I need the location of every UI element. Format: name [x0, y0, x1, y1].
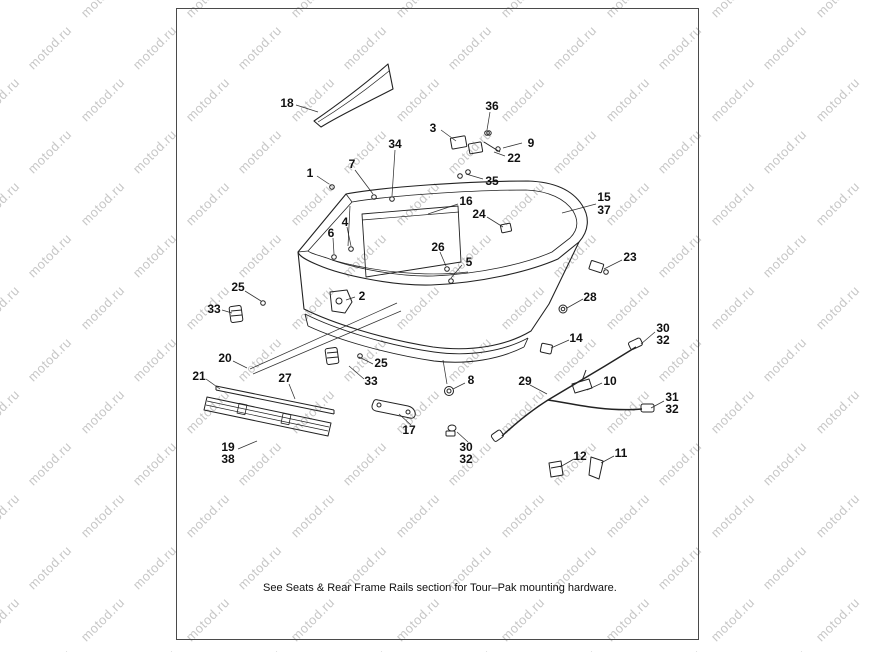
callout-28-21: 28: [583, 290, 597, 304]
callout-30-36: 30: [459, 440, 473, 454]
callout-16-11: 16: [459, 194, 473, 208]
callout-9-3: 9: [527, 136, 535, 150]
callout-33-27: 33: [364, 374, 378, 388]
callout-24-12: 24: [472, 207, 486, 221]
callout-23-17: 23: [623, 250, 637, 264]
callout-11-39: 11: [614, 446, 628, 460]
callout-27-29: 27: [278, 371, 292, 385]
callout-8-30: 8: [467, 373, 475, 387]
callout-32-34: 32: [665, 402, 679, 416]
callout-38-41: 38: [221, 452, 235, 466]
callout-19-40: 19: [221, 440, 235, 454]
leader-lines: [205, 104, 665, 468]
callout-22-4: 22: [507, 151, 521, 165]
diagram-caption: See Seats & Rear Frame Rails section for…: [263, 582, 617, 594]
callout-17-35: 17: [402, 423, 416, 437]
callout-33-20: 33: [207, 302, 221, 316]
hardware-parts: [203, 130, 655, 480]
callout-15-9: 15: [597, 190, 611, 204]
callout-30-23: 30: [656, 321, 670, 335]
callout-31-33: 31: [665, 390, 679, 404]
callout-2-19: 2: [358, 289, 366, 303]
callout-3-2: 3: [429, 121, 437, 135]
callout-20-25: 20: [218, 351, 232, 365]
callout-25-18: 25: [231, 280, 245, 294]
callout-25-26: 25: [374, 356, 388, 370]
tour-pak-body-outline: [297, 63, 588, 363]
callout-32-37: 32: [459, 452, 473, 466]
callout-5-16: 5: [465, 255, 473, 269]
callout-34-5: 34: [388, 137, 402, 151]
callout-36-1: 36: [485, 99, 499, 113]
callout-14-22: 14: [569, 331, 583, 345]
callout-4-13: 4: [341, 215, 349, 229]
diagram-border: [176, 8, 699, 640]
callout-29-31: 29: [518, 374, 532, 388]
callout-6-14: 6: [327, 226, 335, 240]
callout-21-28: 21: [192, 369, 206, 383]
callout-37-10: 37: [597, 203, 611, 217]
callout-35-6: 35: [485, 174, 499, 188]
screw-fasteners: [260, 130, 609, 359]
callout-26-15: 26: [431, 240, 445, 254]
callout-7-8: 7: [348, 157, 356, 171]
callout-32-24: 32: [656, 333, 670, 347]
callout-12-38: 12: [573, 449, 587, 463]
callout-1-7: 1: [306, 166, 314, 180]
callout-10-32: 10: [603, 374, 617, 388]
callout-18-0: 18: [280, 96, 294, 110]
